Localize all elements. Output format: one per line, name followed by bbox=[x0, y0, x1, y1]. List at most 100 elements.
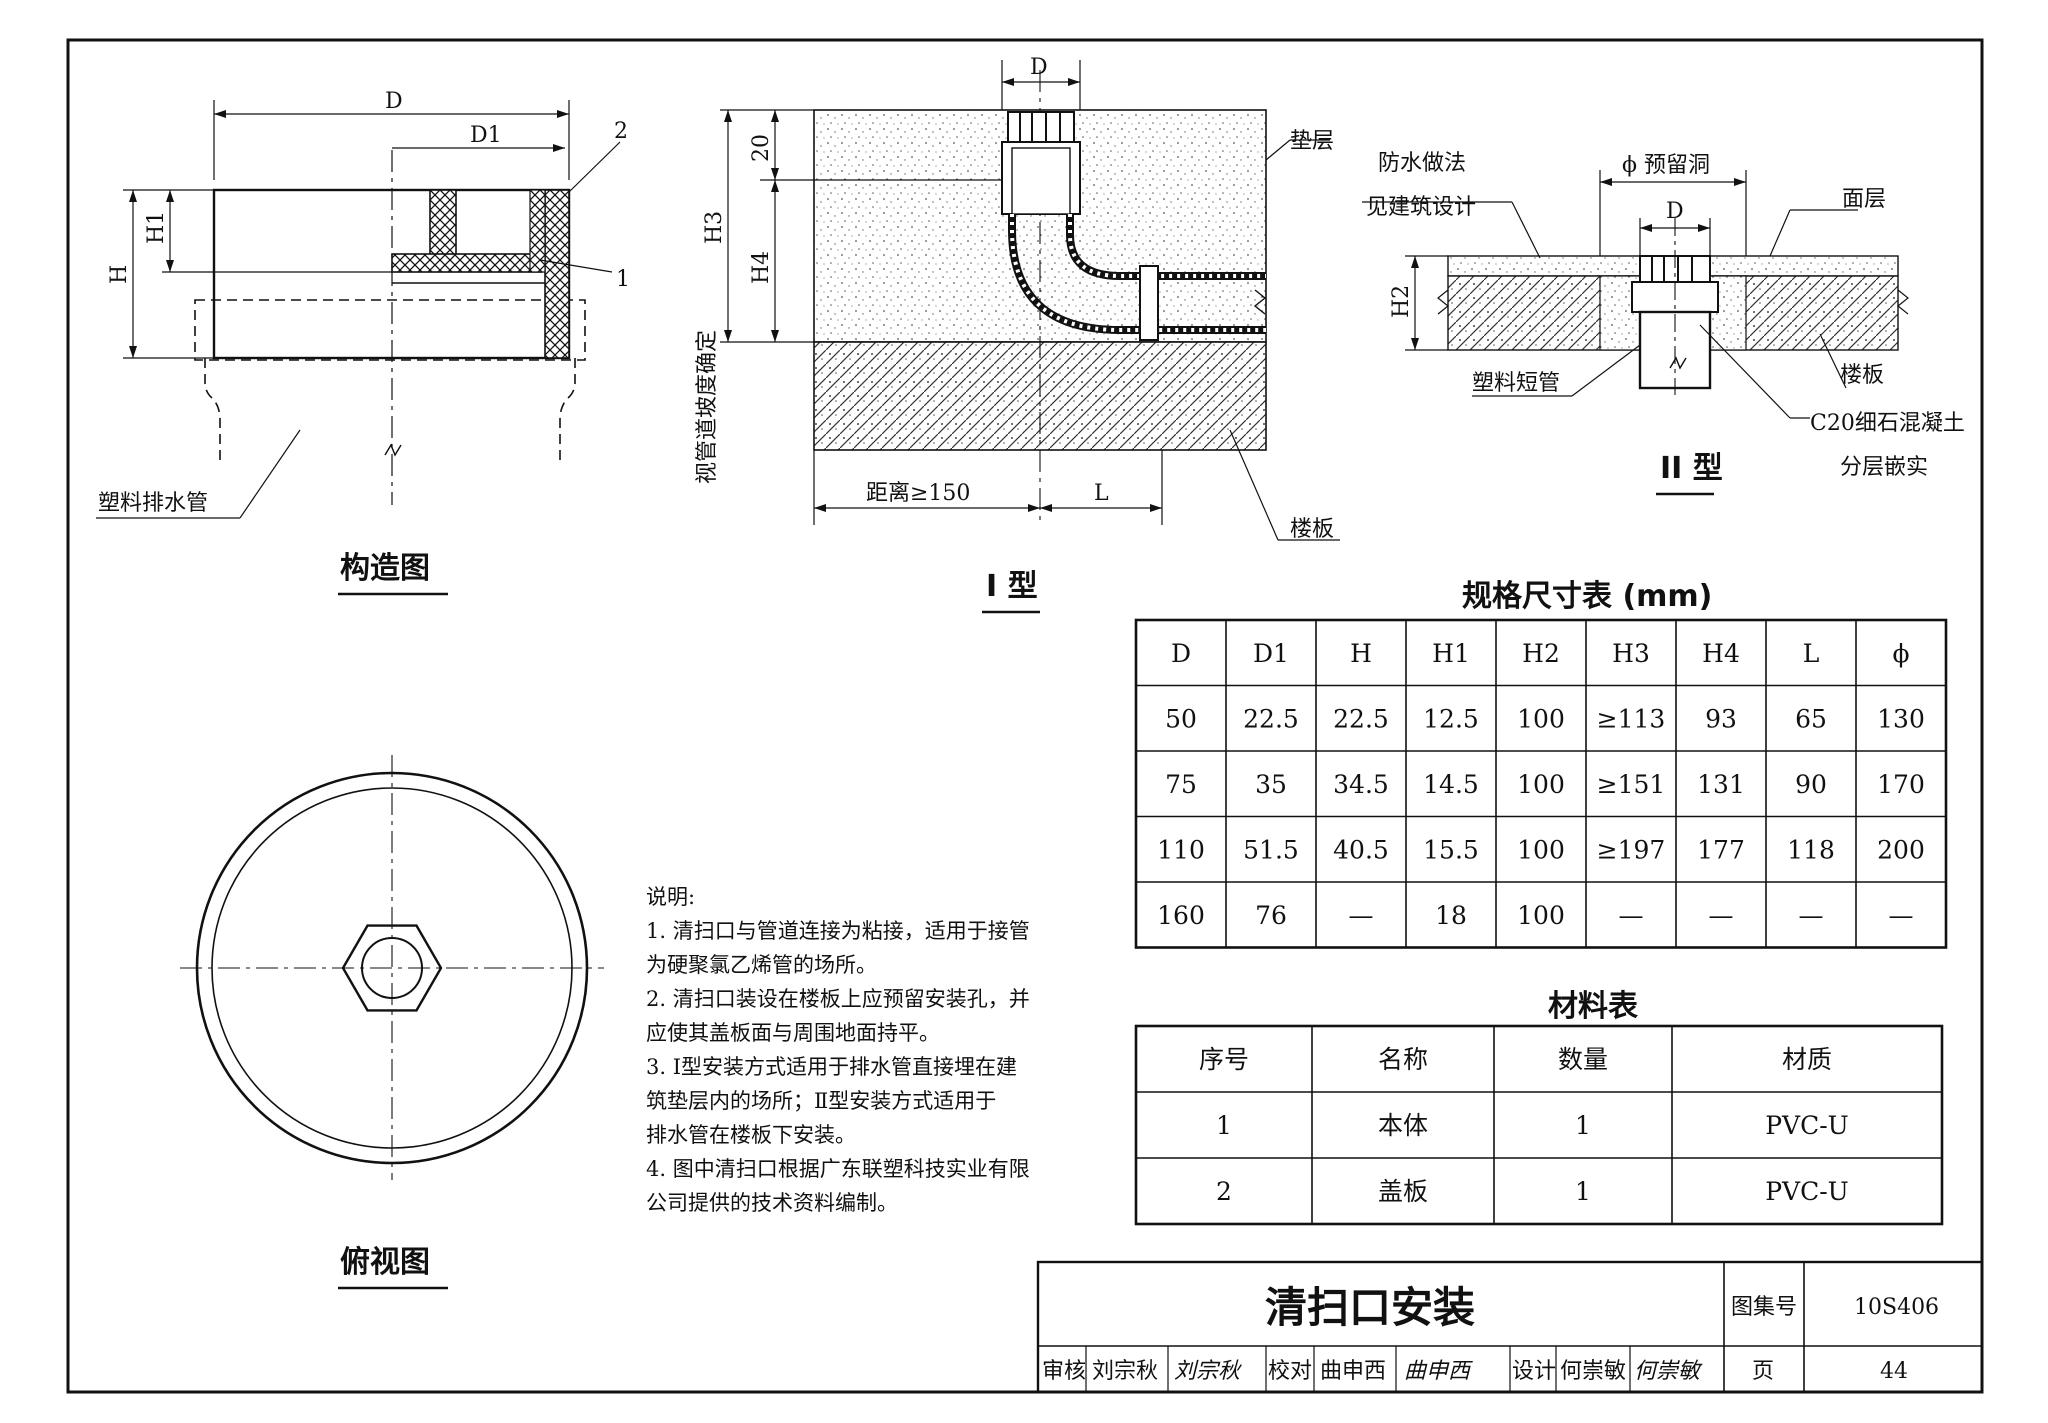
dim-D1-label: D1 bbox=[470, 123, 502, 148]
design-label: 设计 bbox=[1512, 1359, 1556, 1384]
spec-table-cell: 76 bbox=[1255, 901, 1287, 930]
atlas-number: 10S406 bbox=[1854, 1295, 1939, 1320]
note-line: 为硬聚氯乙烯管的场所。 bbox=[646, 953, 877, 977]
type2-waterproof-1: 防水做法 bbox=[1378, 151, 1466, 176]
note-line: 4. 图中清扫口根据广东联塑科技实业有限 bbox=[646, 1157, 1030, 1181]
spec-table-header-cell: D bbox=[1171, 639, 1191, 668]
material-table-cell: 本体 bbox=[1378, 1111, 1428, 1140]
spec-table-cell: 118 bbox=[1787, 835, 1835, 864]
spec-table-title: 规格尺寸表 (mm) bbox=[1462, 579, 1712, 614]
construction-view bbox=[96, 100, 621, 519]
spec-table-cell: ≥197 bbox=[1597, 835, 1666, 864]
spec-table-frame bbox=[1134, 618, 1948, 949]
checker-signature: 曲申西 bbox=[1404, 1359, 1473, 1384]
designer-name: 何崇敏 bbox=[1560, 1359, 1626, 1384]
type2-dim-H2: H2 bbox=[1389, 285, 1414, 318]
material-table-frame bbox=[1134, 1024, 1944, 1226]
spec-table-header-cell: ϕ bbox=[1892, 639, 1909, 668]
type1-caption: I 型 bbox=[986, 569, 1038, 604]
type1-dim-H3: H3 bbox=[702, 211, 727, 244]
type2-phi: ϕ 预留洞 bbox=[1622, 153, 1710, 178]
spec-table-cell: 100 bbox=[1517, 770, 1565, 799]
material-table-header-cell: 材质 bbox=[1782, 1045, 1832, 1074]
type1-view bbox=[720, 60, 1340, 541]
spec-table-cell: 100 bbox=[1517, 835, 1565, 864]
spec-table-cell: 51.5 bbox=[1243, 835, 1299, 864]
sheet-frame bbox=[66, 38, 1984, 1394]
type1-cushion-label: 垫层 bbox=[1290, 129, 1334, 154]
spec-table-cell: — bbox=[1349, 901, 1374, 930]
material-table-cell: 1 bbox=[1575, 1111, 1591, 1140]
material-table-cell: PVC-U bbox=[1765, 1177, 1849, 1206]
callout-1: 1 bbox=[616, 267, 630, 292]
type2-slab: 楼板 bbox=[1840, 363, 1884, 388]
material-table-title: 材料表 bbox=[1548, 989, 1638, 1024]
spec-table-cell: 35 bbox=[1255, 770, 1287, 799]
note-line: 排水管在楼板下安装。 bbox=[646, 1123, 856, 1147]
spec-table-cell: — bbox=[1619, 901, 1644, 930]
page-label: 页 bbox=[1752, 1359, 1774, 1384]
spec-table-cell: 15.5 bbox=[1423, 835, 1479, 864]
type2-short-pipe: 塑料短管 bbox=[1472, 371, 1560, 396]
material-table-cell: PVC-U bbox=[1765, 1111, 1849, 1140]
note-line: 公司提供的技术资料编制。 bbox=[646, 1191, 898, 1215]
spec-table-header-cell: H2 bbox=[1522, 639, 1560, 668]
spec-table-cell: — bbox=[1799, 901, 1824, 930]
note-line: 应使其盖板面与周围地面持平。 bbox=[646, 1021, 940, 1045]
type2-surface: 面层 bbox=[1842, 187, 1886, 212]
dim-H-label: H bbox=[107, 265, 132, 284]
type2-view bbox=[1362, 170, 1909, 419]
spec-table-header-cell: H4 bbox=[1702, 639, 1740, 668]
type2-dim-D: D bbox=[1666, 199, 1684, 224]
type1-slab-label: 楼板 bbox=[1290, 517, 1334, 542]
material-table-header-cell: 数量 bbox=[1558, 1045, 1608, 1074]
reviewer-name: 刘宗秋 bbox=[1092, 1359, 1158, 1384]
spec-table-cell: 34.5 bbox=[1333, 770, 1389, 799]
designer-signature: 何崇敏 bbox=[1634, 1359, 1703, 1384]
spec-table-cell: 130 bbox=[1877, 704, 1925, 733]
type1-dim-L: L bbox=[1094, 481, 1109, 506]
type2-caption: II 型 bbox=[1660, 451, 1723, 486]
spec-table-cell: 65 bbox=[1795, 704, 1827, 733]
type2-concrete-1: C20细石混凝土 bbox=[1810, 411, 1965, 436]
material-table-cell: 盖板 bbox=[1378, 1177, 1428, 1206]
spec-table-cell: 50 bbox=[1165, 704, 1197, 733]
spec-table-cell: 170 bbox=[1877, 770, 1925, 799]
spec-table-cell: 14.5 bbox=[1423, 770, 1479, 799]
note-line: 筑垫层内的场所；Ⅱ型安装方式适用于 bbox=[646, 1089, 996, 1113]
callout-2: 2 bbox=[614, 119, 628, 144]
spec-table-cell: ≥151 bbox=[1597, 770, 1666, 799]
spec-table-cell: 93 bbox=[1705, 704, 1737, 733]
spec-table-cell: 22.5 bbox=[1243, 704, 1299, 733]
check-label: 校对 bbox=[1268, 1359, 1312, 1384]
material-table-cell: 2 bbox=[1216, 1177, 1232, 1206]
spec-table-cell: — bbox=[1709, 901, 1734, 930]
note-line: 3. Ⅰ型安装方式适用于排水管直接埋在建 bbox=[646, 1055, 1017, 1079]
material-table-header-cell: 序号 bbox=[1199, 1045, 1249, 1074]
atlas-label: 图集号 bbox=[1731, 1295, 1797, 1320]
review-label: 审核 bbox=[1042, 1359, 1086, 1384]
drawing-title: 清扫口安装 bbox=[1265, 1283, 1475, 1332]
spec-table-cell: 90 bbox=[1795, 770, 1827, 799]
type2-waterproof-2: 见建筑设计 bbox=[1366, 195, 1476, 220]
dim-H1-label: H1 bbox=[144, 211, 169, 244]
spec-table-cell: 131 bbox=[1697, 770, 1745, 799]
spec-table-cell: 40.5 bbox=[1333, 835, 1389, 864]
type1-dim-H4: H4 bbox=[749, 251, 774, 284]
spec-table-cell: 177 bbox=[1697, 835, 1745, 864]
spec-table-cell: 75 bbox=[1165, 770, 1197, 799]
dim-D-label: D bbox=[385, 89, 403, 114]
spec-table-header-cell: L bbox=[1803, 639, 1820, 668]
type1-distance: 距离≥150 bbox=[866, 481, 970, 506]
spec-table-cell: 200 bbox=[1877, 835, 1925, 864]
reviewer-signature: 刘宗秋 bbox=[1174, 1359, 1242, 1384]
spec-table-header-cell: D1 bbox=[1253, 639, 1289, 668]
spec-table-header-cell: H1 bbox=[1432, 639, 1470, 668]
title-block bbox=[1036, 1260, 1984, 1394]
spec-table-cell: 18 bbox=[1435, 901, 1467, 930]
material-table-cell: 1 bbox=[1216, 1111, 1232, 1140]
top-view bbox=[180, 755, 604, 1180]
spec-table-cell: 22.5 bbox=[1333, 704, 1389, 733]
type1-dim-D: D bbox=[1030, 55, 1048, 80]
